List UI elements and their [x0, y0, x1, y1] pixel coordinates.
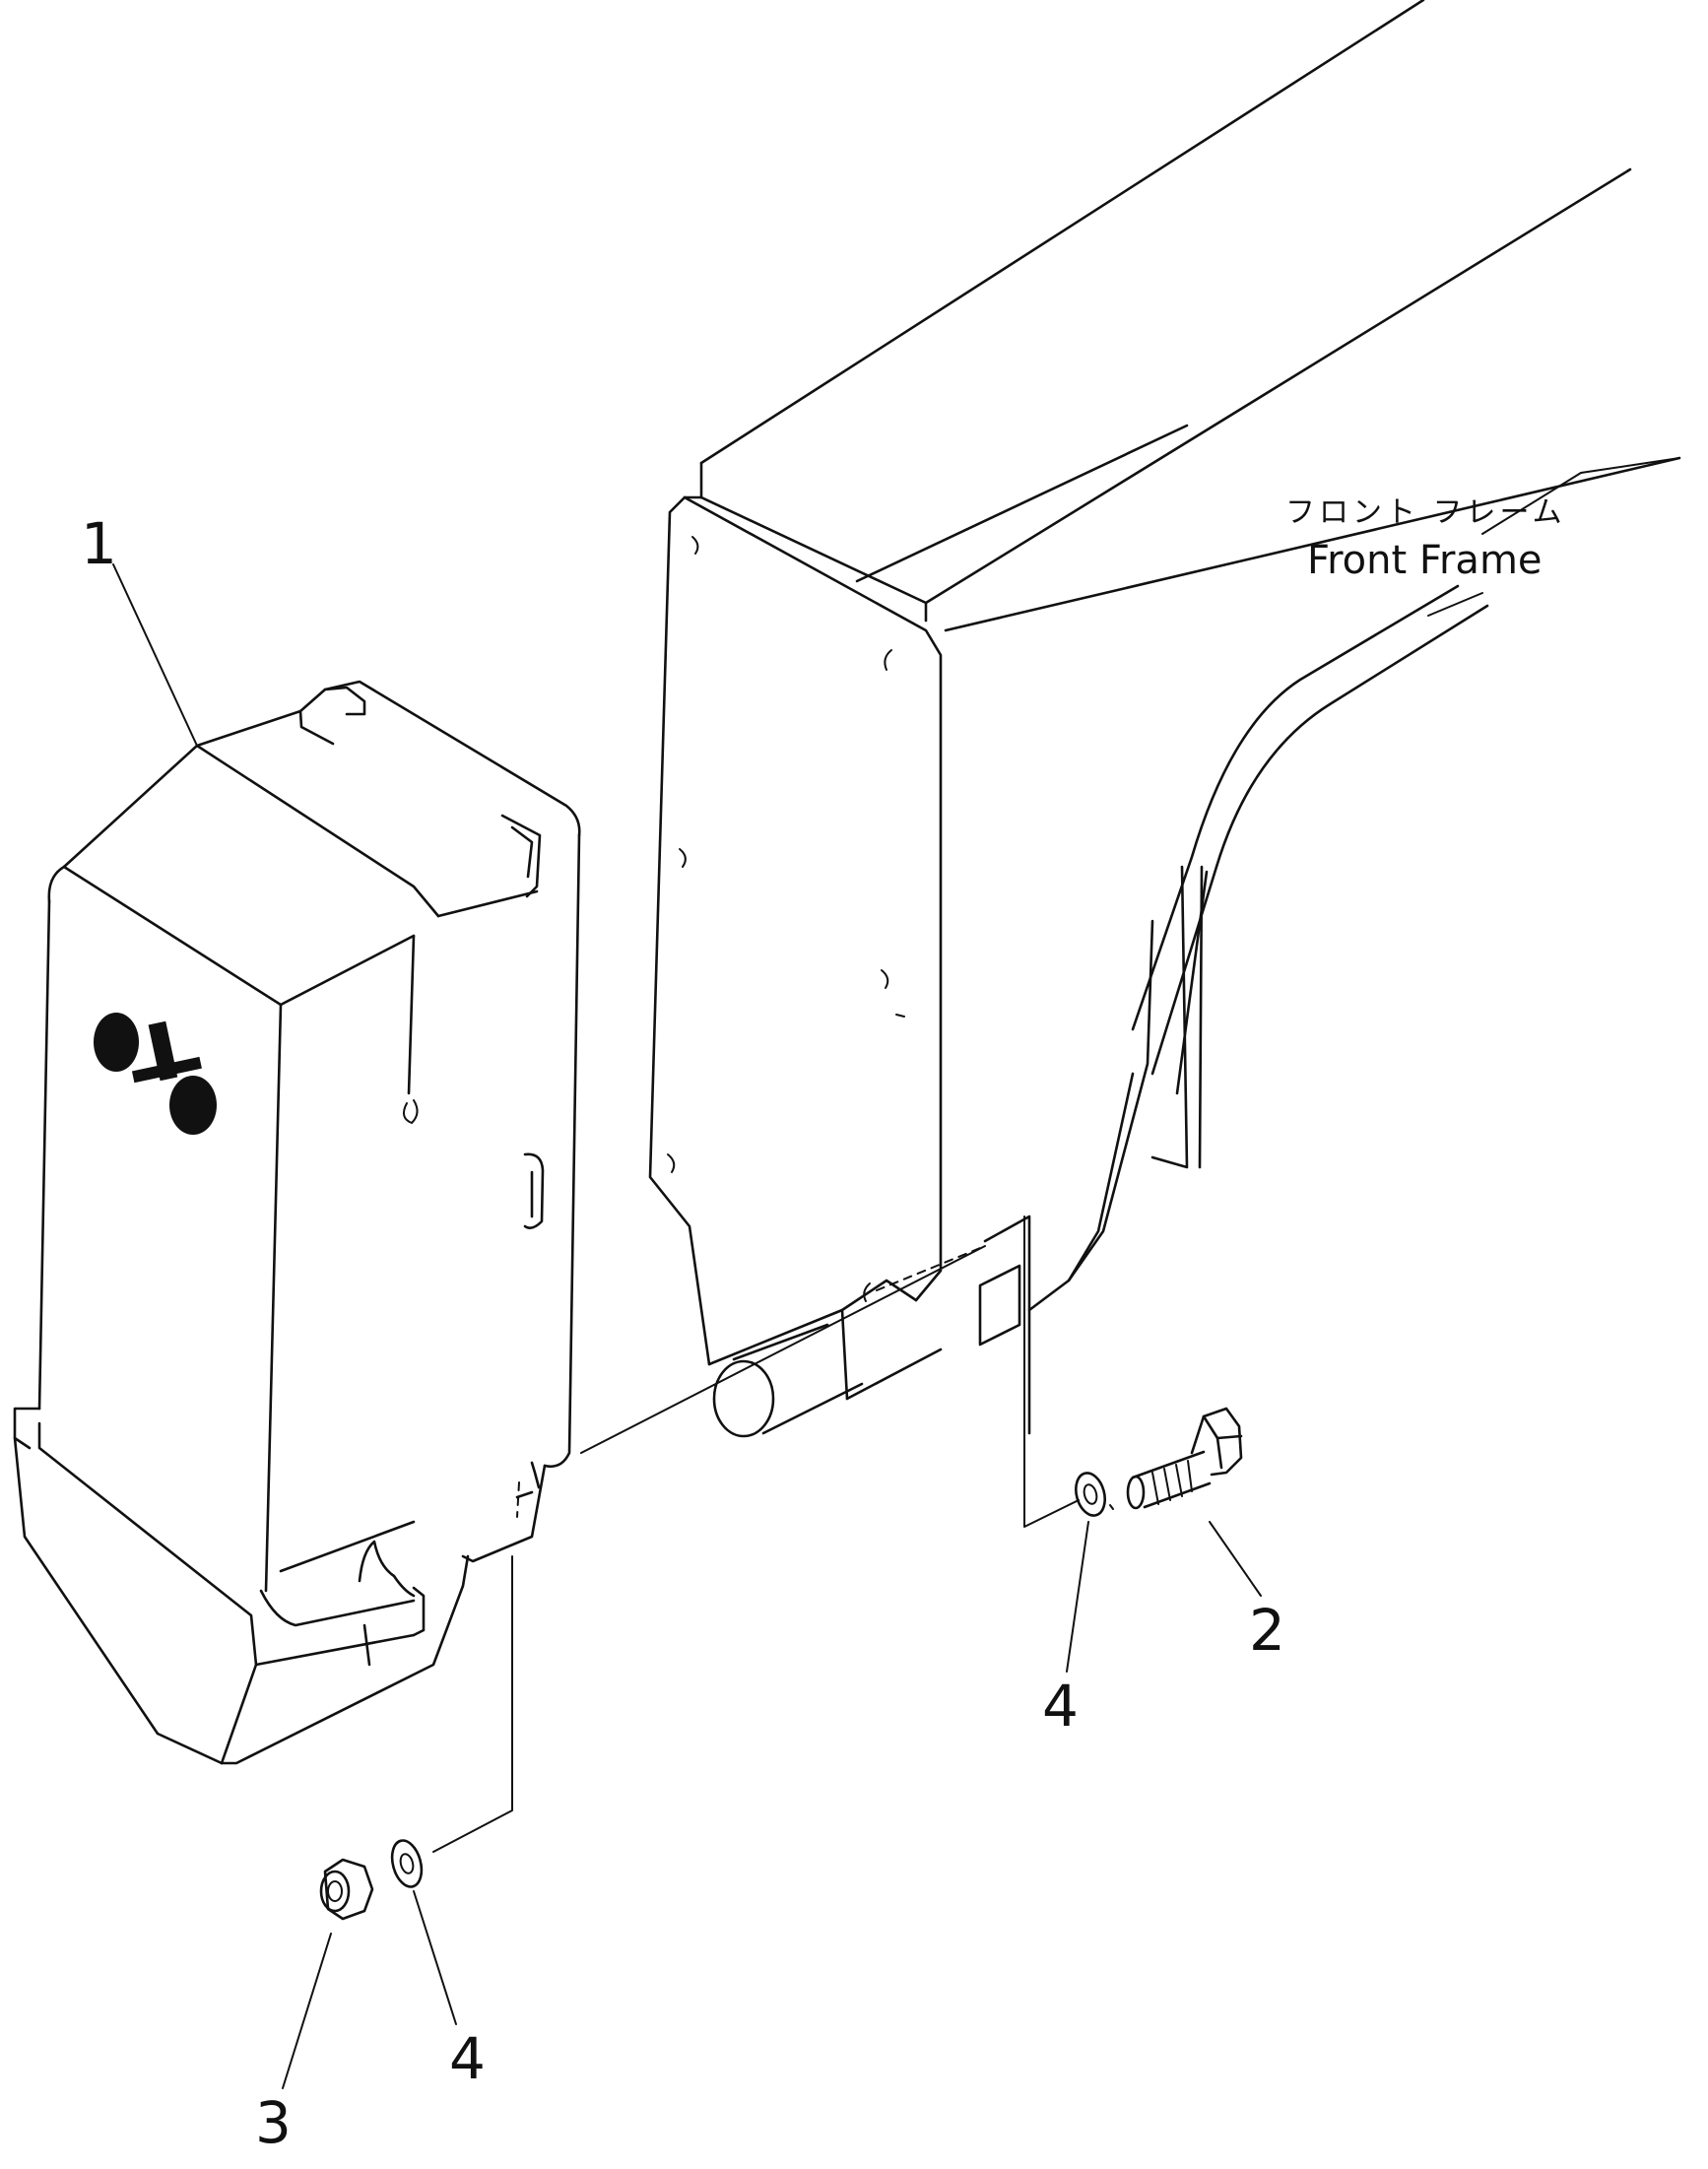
leader-part-3	[282, 1933, 332, 2089]
callout-2: 2	[1249, 1597, 1285, 1664]
assembly-lines	[432, 1216, 1114, 1853]
front-frame-label-en: Front Frame	[1307, 538, 1543, 583]
leader-part-4-left	[413, 1890, 457, 2025]
brand-logo-mark	[94, 1013, 217, 1135]
leader-front-frame	[1481, 457, 1680, 535]
leader-part-4-right	[1066, 1521, 1089, 1673]
front-frame-label-jp: フロント フレーム	[1285, 495, 1566, 530]
callout-3: 3	[255, 2089, 292, 2156]
front-frame	[648, 0, 1681, 1438]
bolt-part-2	[1126, 1407, 1243, 1510]
callout-4-right: 4	[1042, 1673, 1079, 1740]
leader-part-1	[112, 563, 198, 747]
leader-lines	[112, 457, 1680, 2089]
callout-1: 1	[81, 510, 117, 577]
leader-part-2	[1209, 1521, 1262, 1597]
washer-part-4-left	[390, 1839, 424, 1888]
nut-part-3	[319, 1858, 374, 1921]
guard-cover	[13, 680, 581, 1765]
callout-4-left: 4	[449, 2025, 486, 2092]
hardware	[319, 1407, 1243, 1921]
washer-part-4-right	[1075, 1472, 1106, 1517]
